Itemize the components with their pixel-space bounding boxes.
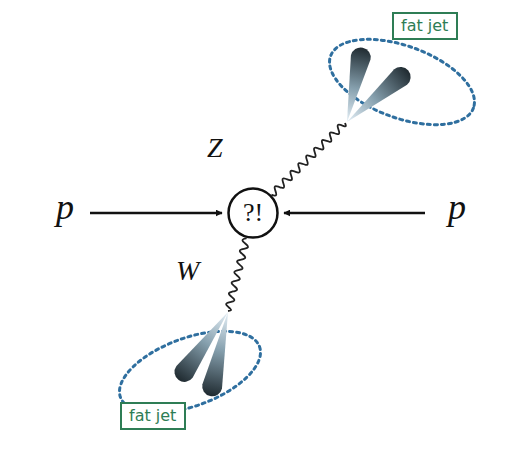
jet-cone (337, 46, 372, 124)
jet-ellipse (318, 22, 485, 142)
boson-wave (226, 238, 248, 311)
proton-arrow (90, 212, 222, 215)
proton-label: p (56, 188, 74, 228)
boson-label: W (176, 256, 199, 287)
vertex-circle: ?! (227, 187, 279, 239)
boson-wave (272, 123, 346, 196)
node-text: fat jet (129, 406, 177, 425)
node-text: ?! (243, 200, 263, 226)
circle-shape (229, 189, 278, 238)
boson-label: Z (207, 133, 223, 164)
node-text: fat jet (401, 16, 449, 35)
label-box: fat jet (120, 402, 186, 430)
jet-cone (341, 63, 415, 130)
label-box: fat jet (392, 12, 458, 40)
proton-label: p (448, 188, 466, 228)
proton-arrow (284, 212, 425, 215)
jet-cone (200, 310, 237, 398)
